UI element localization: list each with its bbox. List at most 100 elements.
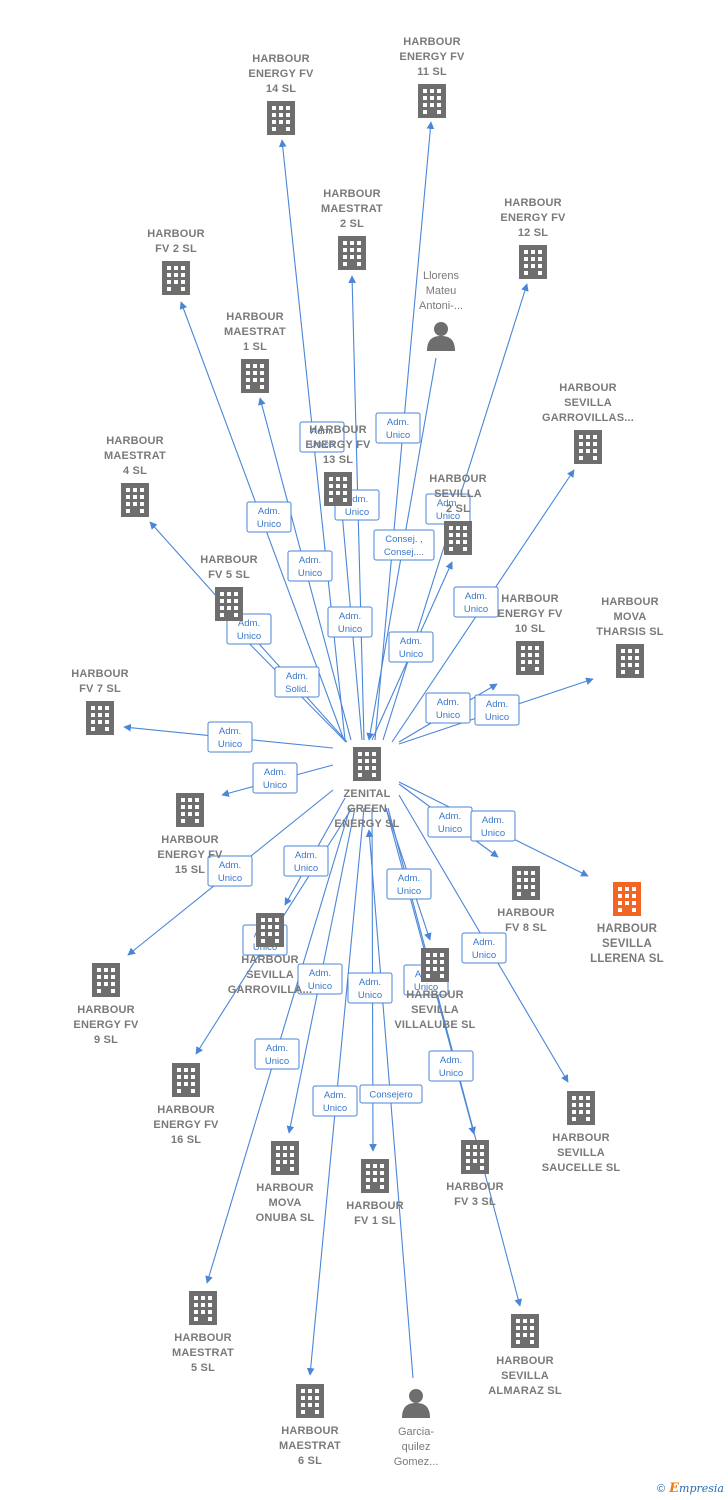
edge-badge-label: Unico — [464, 604, 488, 615]
edge-badge-llerena[interactable]: Adm.Unico — [470, 810, 516, 842]
building-icon — [511, 1314, 539, 1348]
edge-badge-box — [297, 963, 343, 995]
node-label: GARROVILLAS... — [542, 412, 634, 424]
edge-badge-tharsis[interactable]: Adm.Unico — [474, 694, 520, 726]
building-icon — [444, 521, 472, 555]
edge-badge-fv9[interactable]: Adm.Unico — [207, 855, 253, 887]
edge-badge-maestrat1[interactable]: Adm.Unico — [287, 550, 333, 582]
edge-badge-label: Adm. — [473, 937, 495, 948]
edge-badge-box — [299, 421, 345, 453]
node-label: HARBOUR — [256, 1182, 314, 1194]
node-garrovillas2[interactable]: HARBOURSEVILLAGARROVILLA... — [228, 913, 313, 996]
edge-badge-garrovillas2[interactable]: Adm.Unico — [283, 845, 329, 877]
person-icon — [427, 322, 455, 351]
node-label: ZENITAL — [343, 788, 390, 800]
edge-badge-label: Unico — [294, 863, 318, 874]
node-label: SEVILLA — [501, 1370, 549, 1382]
edge-badge-label: Unico — [323, 1103, 347, 1114]
edge-badge-fv7[interactable]: Adm.Unico — [207, 721, 253, 753]
edge-badge-maestrat5[interactable]: Adm.Unico — [254, 1038, 300, 1070]
edge-badge-box — [375, 412, 421, 444]
node-label: FV 3 SL — [454, 1196, 496, 1208]
node-label: HARBOUR — [403, 36, 461, 48]
node-label: Antoni-... — [419, 300, 463, 312]
edge-badge-fv13[interactable]: Adm.Unico — [327, 606, 373, 638]
edge-badge-label: Adm. — [398, 873, 420, 884]
edge-badge-label: Adm. — [324, 1090, 346, 1101]
edge-badge-fv15[interactable]: Adm.Unico — [252, 762, 298, 794]
edge-badge-fv8[interactable]: Adm.Unico — [427, 806, 473, 838]
node-label: MAESTRAT — [172, 1347, 234, 1359]
node-label: Mateu — [426, 285, 457, 297]
building-icon — [461, 1140, 489, 1174]
edge-badge-onuba[interactable]: Adm.Unico — [297, 963, 343, 995]
edge-badge-fv11[interactable]: Adm.Unico — [375, 412, 421, 444]
node-label: LLERENA SL — [590, 953, 664, 965]
edge-badge-llorens[interactable]: Consej. ,Consej.... — [373, 529, 435, 561]
edge-badge-box — [254, 1038, 300, 1070]
edge-badge-label: Adm. — [440, 1055, 462, 1066]
node-garcia[interactable]: Garcia-quilezGomez... — [394, 1389, 439, 1468]
building-icon — [256, 913, 284, 947]
edge-badge-sevilla2[interactable]: Adm.Unico — [388, 631, 434, 663]
edge-badge-box — [359, 1084, 423, 1104]
edge-badge-almaraz[interactable]: Adm.Unico — [428, 1050, 474, 1082]
edge-badge-maestrat6[interactable]: Adm. Unico — [312, 1085, 358, 1117]
footer-brand[interactable]: ©Empresia — [657, 1481, 724, 1496]
node-label: 15 SL — [175, 864, 205, 876]
edge-badge-fv5[interactable]: Adm.Solid. — [274, 666, 320, 698]
node-label: 16 SL — [171, 1134, 201, 1146]
node-label: HARBOUR — [161, 834, 219, 846]
edge-badge-box — [373, 529, 435, 561]
node-label: HARBOUR — [323, 188, 381, 200]
node-label: HARBOUR — [157, 1104, 215, 1116]
edge-badge-garrovillas1[interactable]: Adm.Unico — [453, 586, 499, 618]
node-label: ENERGY FV — [399, 51, 465, 63]
node-label: FV 2 SL — [155, 243, 197, 255]
edge-badge-fv12[interactable]: Adm.Unico — [425, 493, 471, 525]
edge-badge-garcia[interactable]: Consejero — [359, 1084, 423, 1104]
node-garrovillas1[interactable]: HARBOURSEVILLAGARROVILLAS... — [542, 382, 634, 464]
edge-badge-villalube[interactable]: Adm.Unico — [386, 868, 432, 900]
edge-badge-saucelle[interactable]: Adm.Unico — [461, 932, 507, 964]
node-label: HARBOUR — [71, 668, 129, 680]
node-label: MAESTRAT — [104, 450, 166, 462]
edge-badge-fv1[interactable]: Adm.Unico — [347, 972, 393, 1004]
node-llorens[interactable]: LlorensMateuAntoni-... — [419, 270, 463, 351]
edge-badge-maestrat4[interactable]: Adm.Unico — [226, 613, 272, 645]
building-icon — [271, 1141, 299, 1175]
edge-badge-label: Adm. — [346, 494, 368, 505]
edge-badge-label: Unico — [399, 649, 423, 660]
edge-badge-fv10[interactable]: Adm.Unico — [425, 692, 471, 724]
edge-badge-fv14[interactable]: Adm.Unico — [299, 421, 345, 453]
edge-badge-fv2[interactable]: Adm.Unico — [246, 501, 292, 533]
